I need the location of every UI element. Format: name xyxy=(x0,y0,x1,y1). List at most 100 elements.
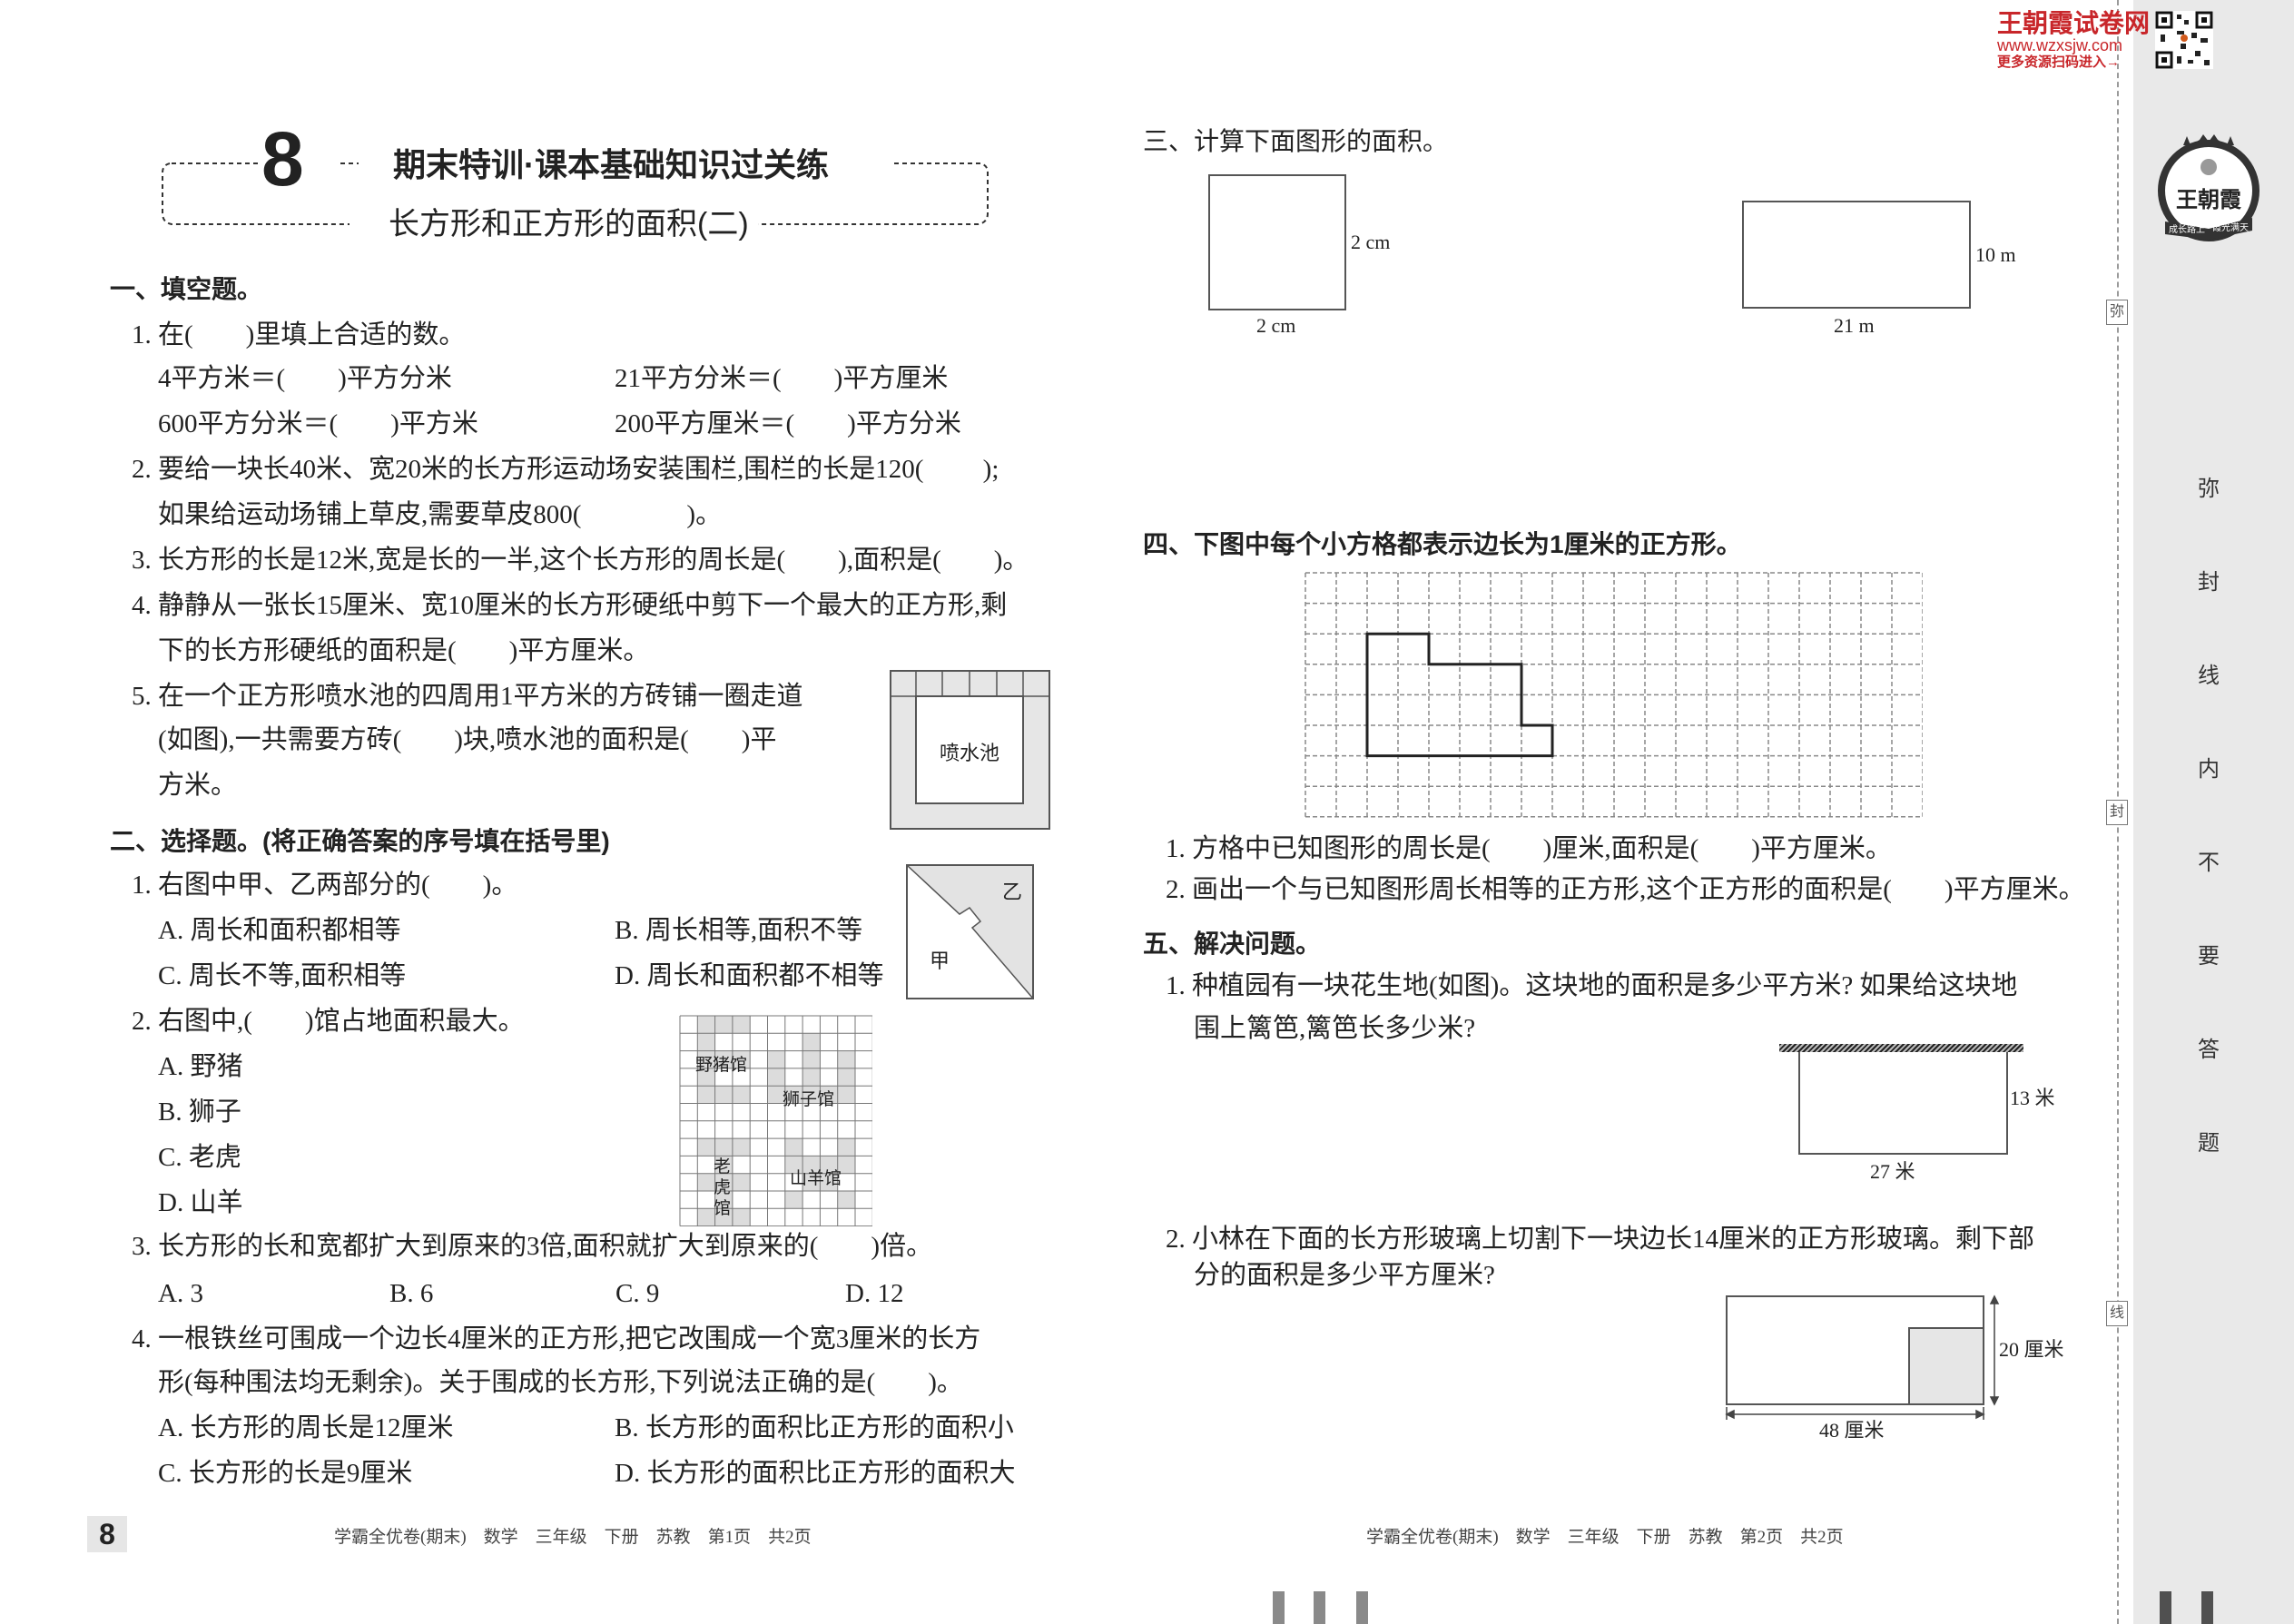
wall-hatch xyxy=(1779,1044,2023,1052)
margin-char: 不 xyxy=(2198,851,2220,875)
margin-tag: 封 xyxy=(2106,800,2128,825)
enclosure-cell xyxy=(732,1016,751,1034)
option-d: D. 12 xyxy=(845,1279,904,1308)
title-bracket-decoration xyxy=(162,162,989,225)
enclosure-cell xyxy=(697,1068,715,1087)
enclosure-cell xyxy=(714,1050,733,1068)
question-text: 1. 右图中甲、乙两部分的( )。 xyxy=(132,871,518,900)
enclosure-cell xyxy=(767,1068,785,1087)
enclosure-cell xyxy=(697,1208,715,1226)
enclosure-cell xyxy=(837,1138,855,1156)
glass-figure xyxy=(1725,1294,2000,1420)
square-grid-figure xyxy=(1305,572,1923,818)
dimension-label: 48 厘米 xyxy=(1819,1419,1885,1442)
question-text: (如图),一共需要方砖( )块,喷水池的面积是( )平 xyxy=(158,725,777,754)
enclosure-cell xyxy=(784,1138,803,1156)
enclosure-cell xyxy=(837,1086,855,1104)
question-text: 围上篱笆,篱笆长多少米? xyxy=(1194,1014,1476,1043)
enclosure-cell xyxy=(697,1173,715,1191)
question-item: 4平方米＝( )平方分米 xyxy=(158,364,452,393)
logo-name: 王朝霞 xyxy=(2176,189,2241,212)
binding-margin xyxy=(2133,0,2294,1624)
option-c: C. 长方形的长是9厘米 xyxy=(158,1459,413,1488)
region-label-b: 乙 xyxy=(1002,881,1023,903)
garden-rectangle xyxy=(1798,1052,2008,1155)
registration-mark xyxy=(2160,1591,2171,1624)
qr-code-icon[interactable] xyxy=(2155,11,2213,69)
question-text: 下的长方形硬纸的面积是( )平方厘米。 xyxy=(158,636,650,665)
enclosure-cell xyxy=(714,1138,733,1156)
question-text: 2. 画出一个与已知图形周长相等的正方形,这个正方形的面积是( )平方厘米。 xyxy=(1166,875,2085,904)
square-figure xyxy=(1208,174,1346,310)
enclosure-cell xyxy=(732,1050,751,1068)
watermark-hint: 更多资源扫码进入→ xyxy=(1997,54,2121,70)
section-heading: 一、填空题。 xyxy=(110,275,263,303)
margin-char: 内 xyxy=(2198,757,2220,782)
question-text: 2. 右图中,( )馆占地面积最大。 xyxy=(132,1007,525,1036)
option-b: B. 周长相等,面积不等 xyxy=(615,916,863,945)
option-b: B. 狮子 xyxy=(158,1097,241,1127)
option-d: D. 山羊 xyxy=(158,1188,243,1217)
watermark-url[interactable]: www.wzxsjw.com xyxy=(1997,36,2123,54)
registration-mark xyxy=(1314,1591,1325,1624)
enclosure-cell xyxy=(820,1173,838,1191)
enclosure-cell xyxy=(714,1086,733,1104)
enclosure-cell xyxy=(837,1156,855,1174)
enclosure-cell xyxy=(802,1068,821,1087)
question-text: 如果给运动场铺上草皮,需要草皮800( )。 xyxy=(158,500,723,529)
option-d: D. 长方形的面积比正方形的面积大 xyxy=(615,1459,1016,1488)
enclosure-cell xyxy=(784,1086,803,1104)
dimension-label: 2 cm xyxy=(1351,231,1391,253)
enclosure-cell xyxy=(837,1191,855,1209)
question-text: 分的面积是多少平方厘米? xyxy=(1194,1261,1495,1290)
option-a: A. 周长和面积都相等 xyxy=(158,916,401,945)
question-text: 4. 静静从一张长15厘米、宽10厘米的长方形硬纸中剪下一个最大的正方形,剩 xyxy=(132,591,1008,620)
option-c: C. 老虎 xyxy=(158,1143,241,1172)
footer-left: 学霸全优卷(期末) 数学 三年级 下册 苏教 第1页 共2页 xyxy=(334,1528,812,1547)
enclosure-cell xyxy=(802,1033,821,1051)
question-text: 2. 小林在下面的长方形玻璃上切割下一块边长14厘米的正方形玻璃。剩下部 xyxy=(1166,1225,2035,1254)
option-c: C. 周长不等,面积相等 xyxy=(158,961,407,990)
option-a: A. 野猪 xyxy=(158,1052,243,1081)
enclosure-cell xyxy=(714,1173,733,1191)
margin-char: 要 xyxy=(2198,944,2220,969)
option-b: B. 长方形的面积比正方形的面积小 xyxy=(615,1413,1014,1442)
section-heading: 三、计算下面图形的面积。 xyxy=(1143,127,1449,155)
margin-char: 答 xyxy=(2198,1038,2220,1062)
enclosure-cell xyxy=(732,1208,751,1226)
margin-char: 题 xyxy=(2198,1131,2220,1156)
enclosure-cell xyxy=(714,1208,733,1226)
enclosure-cell xyxy=(697,1033,715,1051)
zoo-label-tiger: 老 xyxy=(714,1157,732,1176)
margin-tag: 线 xyxy=(2106,1301,2128,1326)
question-item: 200平方厘米＝( )平方分米 xyxy=(615,409,961,438)
question-text: 形(每种围法均无剩余)。关于围成的长方形,下列说法正确的是( )。 xyxy=(158,1368,963,1397)
enclosure-cell xyxy=(802,1156,821,1174)
enclosure-cell xyxy=(820,1086,838,1104)
question-item: 600平方分米＝( )平方米 xyxy=(158,409,478,438)
footer-right: 学霸全优卷(期末) 数学 三年级 下册 苏教 第2页 共2页 xyxy=(1366,1528,1844,1547)
enclosure-cell xyxy=(697,1086,715,1104)
option-b: B. 6 xyxy=(389,1279,434,1308)
unit-number: 8 xyxy=(261,116,304,202)
margin-tag: 弥 xyxy=(2106,300,2128,325)
given-shape xyxy=(1365,632,1554,758)
enclosure-cell xyxy=(837,1068,855,1087)
question-text: 5. 在一个正方形喷水池的四周用1平方米的方砖铺一圈走道 xyxy=(132,682,803,711)
margin-char: 封 xyxy=(2198,570,2220,595)
question-item: 21平方分米＝( )平方厘米 xyxy=(615,364,949,393)
question-text: 方米。 xyxy=(158,771,238,800)
enclosure-cell xyxy=(837,1050,855,1068)
option-c: C. 9 xyxy=(615,1279,660,1308)
registration-mark xyxy=(1273,1591,1285,1624)
enclosure-cell xyxy=(697,1050,715,1068)
dimension-label: 10 m xyxy=(1975,243,2016,266)
enclosure-cell xyxy=(767,1086,785,1104)
enclosure-cell xyxy=(714,1191,733,1209)
region-label-a: 甲 xyxy=(930,950,950,972)
section-heading: 二、选择题。(将正确答案的序号填在括号里) xyxy=(110,827,610,855)
enclosure-cell xyxy=(714,1016,733,1034)
split-square-figure: 乙 甲 xyxy=(906,864,1034,999)
question-text: 1. 种植园有一块花生地(如图)。这块地的面积是多少平方米? 如果给这块地 xyxy=(1166,971,2018,1000)
zoo-label-tiger: 虎 xyxy=(714,1178,732,1197)
